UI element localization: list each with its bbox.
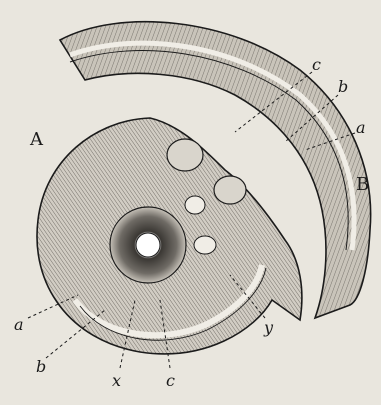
label-c-top: c <box>312 55 321 74</box>
vesicle-3 <box>185 196 205 214</box>
label-x: x <box>112 371 121 390</box>
label-y: y <box>263 318 274 337</box>
vesicle-4 <box>194 236 216 254</box>
vesicle-1 <box>167 139 203 171</box>
label-b-left: b <box>36 357 46 376</box>
region-label-b: B <box>356 174 369 195</box>
region-label-a: A <box>29 129 44 150</box>
label-c-bottom: c <box>166 371 175 390</box>
label-b-top: b <box>338 77 348 96</box>
vesicle-2 <box>214 176 246 204</box>
label-a-right: a <box>356 118 366 137</box>
label-a-left: a <box>14 315 24 334</box>
eye-lumen <box>136 233 160 257</box>
